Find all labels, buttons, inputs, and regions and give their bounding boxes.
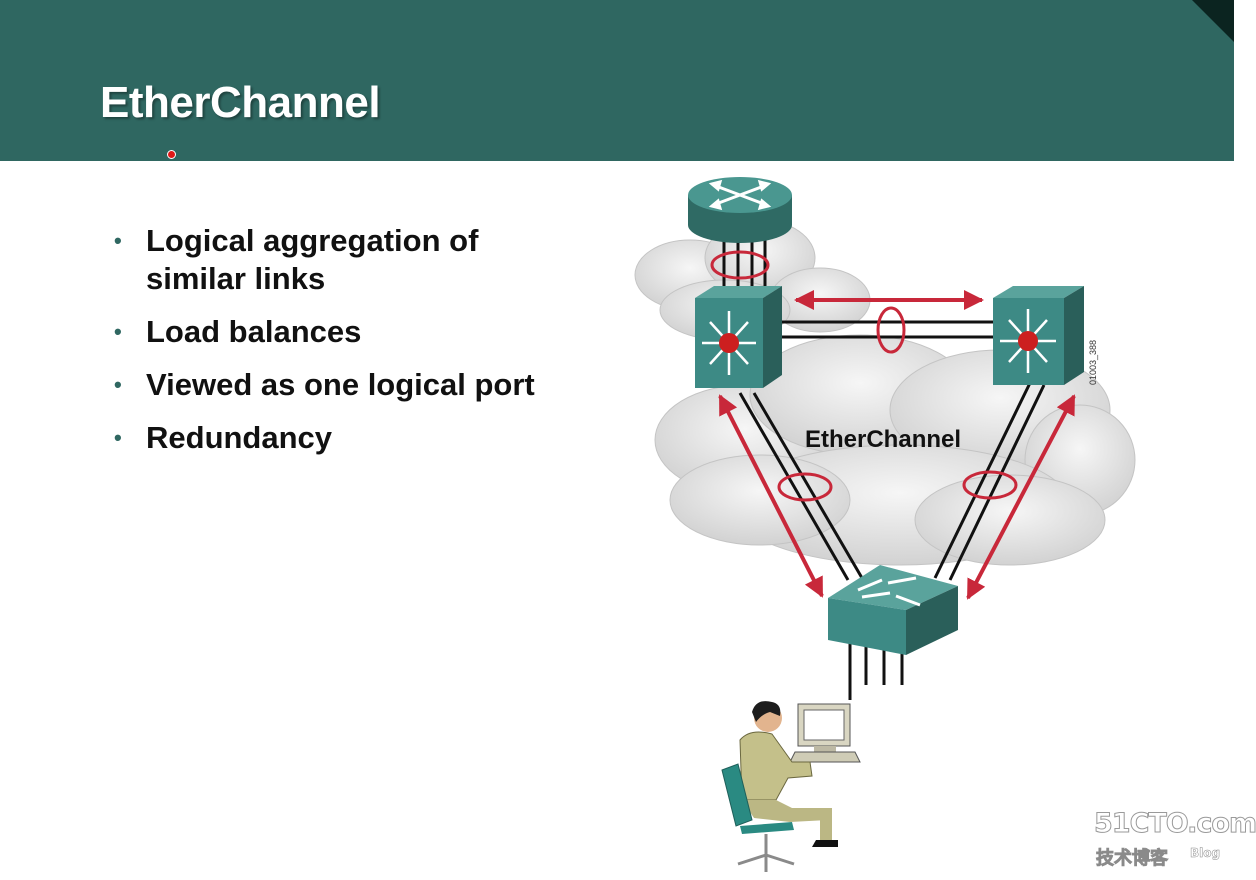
bullet-icon: • (114, 425, 122, 450)
router-icon (688, 177, 792, 243)
watermark-site: 51CTO.com (1093, 808, 1256, 840)
slide-title: EtherChannel (100, 78, 381, 127)
bullet-item: •Logical aggregation of similar links (114, 223, 479, 296)
watermark-blog: Blog (1190, 846, 1221, 861)
etherchannel-label: EtherChannel (805, 426, 961, 453)
user-workstation-icon (721, 701, 861, 872)
bullet-icon: • (114, 319, 122, 344)
pointer-dot (167, 150, 176, 159)
switch-icon (828, 565, 958, 655)
figure-code: 01003_388 (1088, 340, 1098, 385)
redundant-path-arrow (718, 394, 824, 598)
redundant-path-arrow (966, 394, 1076, 600)
multilayer-switch-icon (993, 286, 1084, 385)
bullet-icon: • (114, 372, 122, 397)
bundle-ring (710, 250, 770, 280)
cloud-icon (634, 219, 1136, 566)
multilayer-switch-icon (695, 286, 782, 388)
title-banner: EtherChannel (0, 0, 1234, 161)
bullet-item: •Load balances (114, 314, 362, 349)
bullet-item: •Redundancy (114, 420, 333, 455)
bullet-item: •Viewed as one logical port (114, 367, 535, 402)
bullet-list: •Logical aggregation of similar links •L… (112, 222, 586, 472)
corner-decoration (1192, 0, 1234, 42)
watermark-cn: 技术博客 (1096, 848, 1169, 870)
trunk-links (782, 320, 995, 339)
etherchannel-diagram: 01003_388 EtherChannel (634, 177, 1136, 872)
bullet-icon: • (114, 228, 122, 253)
